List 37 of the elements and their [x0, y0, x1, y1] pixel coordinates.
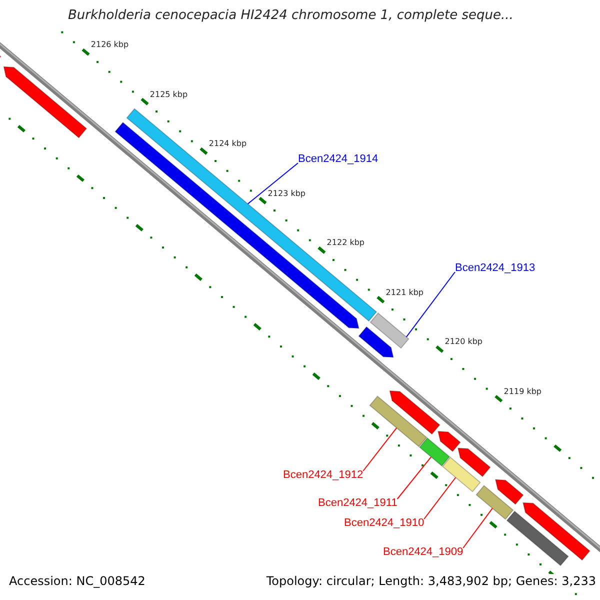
gene-bar [457, 448, 491, 478]
gene-bar [389, 390, 440, 435]
title: Burkholderia cenocepacia HI2424 chromosome 1, complete seque... [68, 8, 514, 23]
leader-line [406, 272, 456, 338]
leader-line [424, 477, 456, 520]
scale-label: 2123 kbp [268, 188, 306, 198]
scale-label: 2121 kbp [386, 288, 424, 296]
gene-bar [370, 312, 410, 349]
gene-bar [442, 456, 481, 492]
gene-label: Bcen2424_1913 [455, 262, 536, 274]
accession-text: Accession: NC_008542 [9, 574, 146, 588]
scale-label: 2125 kbp [150, 90, 188, 98]
scale-label: 2119 kbp [504, 386, 542, 396]
gene-label: Bcen2424_1912 [283, 469, 364, 481]
leader-line [362, 427, 398, 472]
gene-bar [506, 510, 569, 566]
gene-bar [369, 396, 428, 448]
gene-label: Bcen2424_1911 [318, 497, 398, 509]
gene-bar [418, 437, 450, 467]
leader-line [247, 162, 298, 204]
gene-bar [522, 502, 590, 561]
scale-label: 2120 kbp [444, 337, 482, 346]
scale-label: 2122 kbp [326, 238, 364, 247]
genome-info-text: Topology: circular; Length: 3,483,902 bp; Genes: 3,233 [266, 574, 596, 588]
gene-bar [476, 484, 514, 520]
gene-label: Bcen2424_1910 [344, 517, 424, 529]
gene-bar [494, 479, 524, 505]
gene-bar [358, 326, 394, 358]
scale-label: 2126 kbp [90, 40, 129, 49]
gene-label: Bcen2424_1909 [383, 546, 464, 558]
gene-bar [437, 430, 461, 452]
leader-line [396, 456, 432, 500]
leader-line [462, 508, 493, 548]
scale-label: 2124 kbp [208, 139, 247, 148]
gene-label: Bcen2424_1914 [298, 153, 378, 165]
gene-bar [3, 66, 88, 138]
gene-bar [126, 108, 378, 322]
